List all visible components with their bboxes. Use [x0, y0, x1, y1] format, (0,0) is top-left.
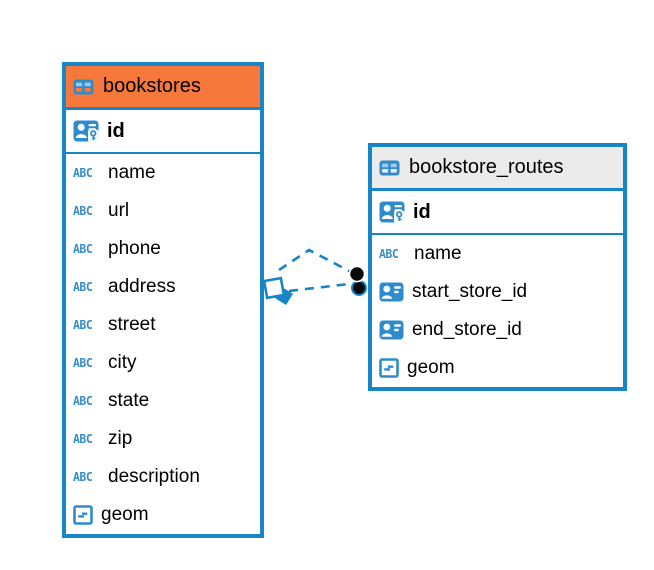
column-row[interactable]: geom — [372, 349, 623, 387]
primary-key-row[interactable]: id — [372, 191, 623, 235]
column-name: address — [108, 276, 176, 297]
column-row[interactable]: ABC description — [66, 458, 260, 496]
text-type-icon: ABC — [73, 203, 93, 219]
column-name: id — [107, 119, 125, 142]
primary-key-icon — [73, 120, 99, 142]
text-type-icon: ABC — [379, 246, 399, 262]
column-name: url — [108, 200, 130, 221]
column-row[interactable]: start_store_id — [372, 273, 623, 311]
column-name: city — [108, 352, 137, 373]
relationship-line[interactable] — [278, 248, 354, 275]
column-name: description — [108, 466, 200, 487]
table-title: bookstores — [103, 75, 201, 97]
diamond-marker — [262, 276, 286, 300]
relationship-connector[interactable] — [262, 248, 367, 305]
reference-column-icon — [379, 282, 404, 302]
reference-column-icon — [379, 320, 404, 340]
relationship-line[interactable] — [288, 282, 350, 293]
primary-key-row[interactable]: id — [66, 110, 260, 154]
column-name: street — [108, 314, 156, 335]
column-name: name — [414, 243, 462, 264]
column-row[interactable]: ABC phone — [66, 230, 260, 268]
table-icon — [73, 79, 94, 95]
dot-marker — [351, 280, 367, 296]
column-name: id — [413, 200, 431, 223]
table-icon — [379, 160, 400, 176]
geometry-type-icon — [379, 358, 399, 378]
column-row[interactable]: ABC street — [66, 306, 260, 344]
column-row[interactable]: ABC state — [66, 382, 260, 420]
text-type-icon: ABC — [73, 241, 93, 257]
column-row[interactable]: ABC zip — [66, 420, 260, 458]
entity-table-bookstore_routes[interactable]: bookstore_routes id ABC name start_store_… — [368, 143, 627, 391]
column-name: end_store_id — [412, 319, 522, 340]
table-title: bookstore_routes — [409, 156, 564, 178]
text-type-icon: ABC — [73, 165, 93, 181]
diamond-marker-back — [275, 287, 293, 305]
column-row[interactable]: ABC city — [66, 344, 260, 382]
column-name: zip — [108, 428, 133, 449]
text-type-icon: ABC — [73, 431, 93, 447]
text-type-icon: ABC — [73, 279, 93, 295]
column-row[interactable]: ABC name — [372, 235, 623, 273]
primary-key-icon — [379, 201, 405, 223]
text-type-icon: ABC — [73, 393, 93, 409]
text-type-icon: ABC — [73, 355, 93, 371]
column-name: name — [108, 162, 156, 183]
column-row[interactable]: ABC name — [66, 154, 260, 192]
table-header[interactable]: bookstores — [66, 66, 260, 110]
dot-marker — [348, 265, 366, 283]
table-header[interactable]: bookstore_routes — [372, 147, 623, 191]
geometry-type-icon — [73, 505, 93, 525]
column-name: phone — [108, 238, 161, 259]
column-name: state — [108, 390, 150, 411]
text-type-icon: ABC — [73, 469, 93, 485]
text-type-icon: ABC — [73, 317, 93, 333]
column-name: geom — [407, 357, 455, 378]
column-name: start_store_id — [412, 281, 528, 302]
column-row[interactable]: ABC address — [66, 268, 260, 306]
column-row[interactable]: ABC url — [66, 192, 260, 230]
column-row[interactable]: end_store_id — [372, 311, 623, 349]
column-name: geom — [101, 504, 149, 525]
column-row[interactable]: geom — [66, 496, 260, 534]
